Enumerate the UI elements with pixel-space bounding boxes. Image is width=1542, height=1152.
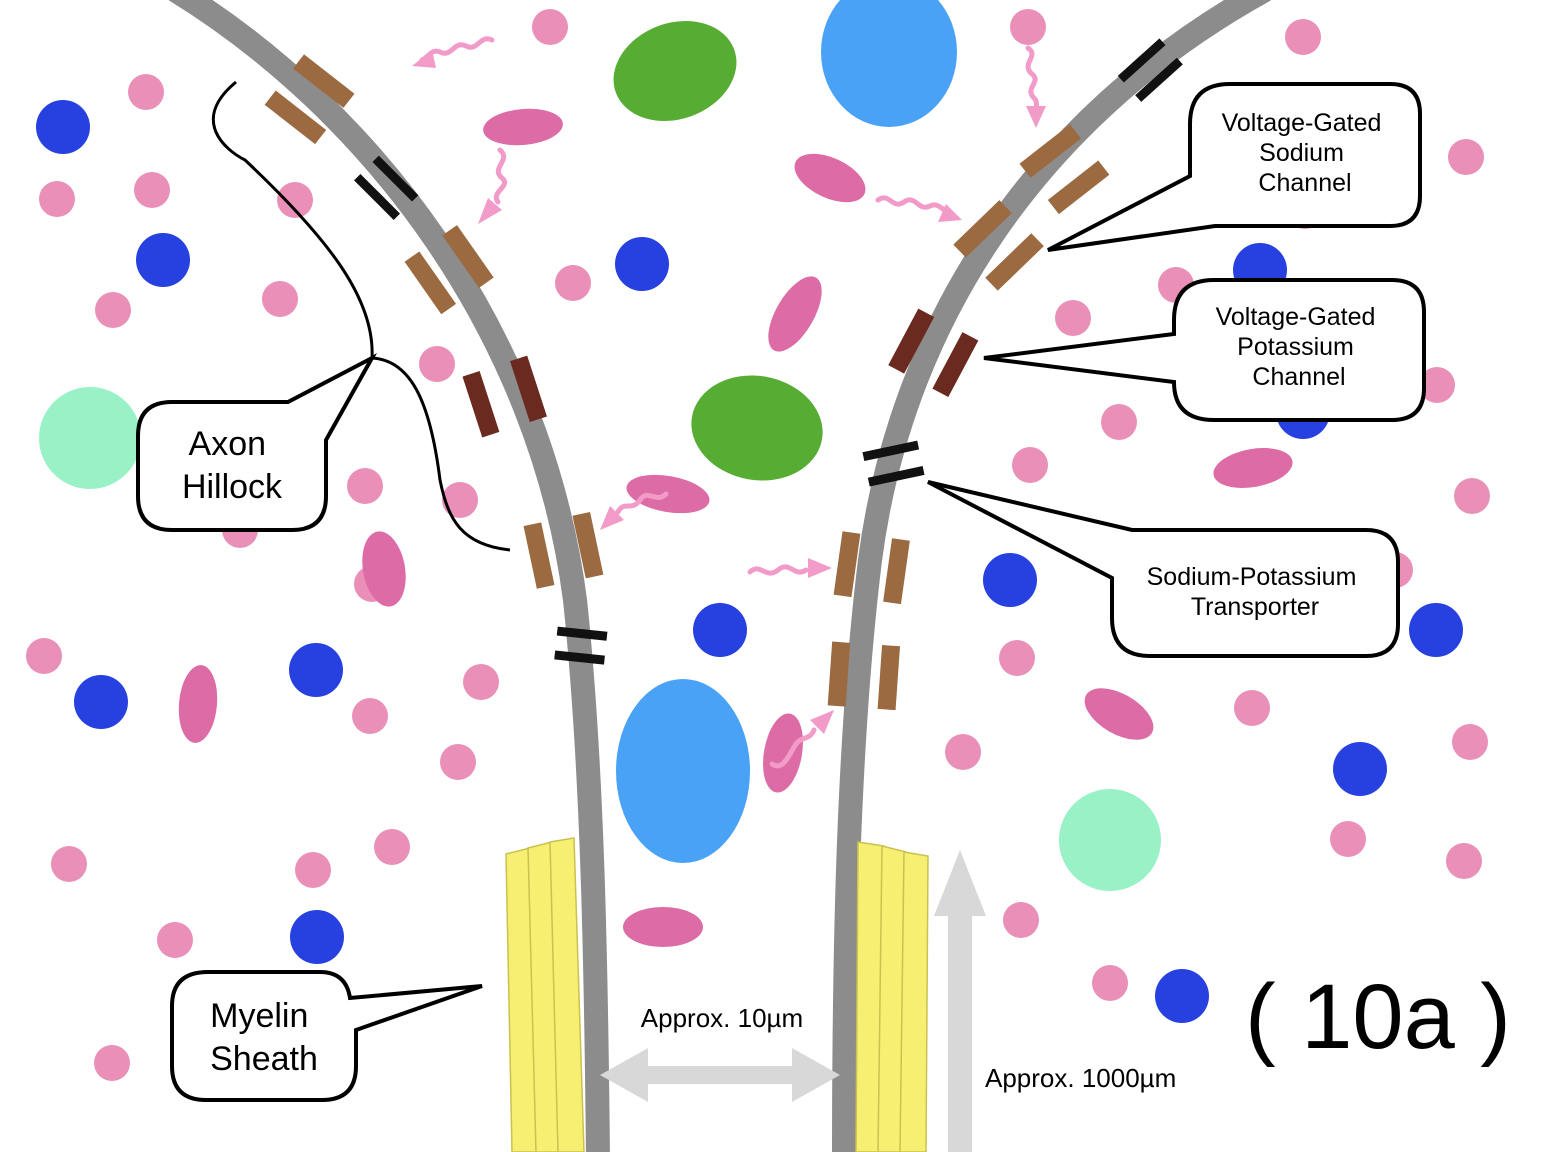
potassium-label-line: Channel: [1252, 363, 1345, 391]
sodium-label-line: Channel: [1258, 169, 1351, 197]
myelin-sheath: [505, 837, 929, 1152]
axon-hillock-bracket: [211, 80, 511, 552]
transporter-label-line: Sodium-Potassium: [1147, 563, 1357, 591]
svg-text:Sodium-Potassium Transpo: Sodium-Potassium Transporter: [1147, 563, 1364, 621]
wavy-arrow: [600, 491, 669, 530]
potassium-channels: [462, 308, 979, 438]
sodium-potassium-transporters: [354, 38, 1183, 665]
wavy-arrow: [747, 558, 832, 578]
green-molecules: [613, 21, 823, 481]
pink-molecules: [178, 108, 1293, 947]
hillock-label-line: Axon: [189, 425, 267, 463]
potassium-label-line: Potassium: [1237, 333, 1354, 361]
mint-molecules: [39, 387, 1161, 891]
wavy-arrow: [875, 195, 962, 222]
sodium-label-line: Sodium: [1259, 139, 1344, 167]
wavy-arrow: [412, 36, 495, 68]
svg-text:Myelin Sheath: Myelin Sheath: [210, 997, 318, 1078]
left-membrane: [168, 0, 610, 1152]
callout-myelin-sheath: Myelin Sheath: [170, 970, 483, 1102]
sodium-label-line: Voltage-Gated: [1222, 109, 1382, 137]
length-arrow: [934, 850, 986, 1152]
transporter-label-line: Transporter: [1191, 593, 1319, 621]
svg-text:Voltage-Gated Sodium: Voltage-Gated Sodium Channel: [1222, 109, 1389, 197]
potassium-label-line: Voltage-Gated: [1216, 303, 1376, 331]
callout-voltage-gated-sodium: Voltage-Gated Sodium Channel: [1047, 82, 1422, 252]
width-arrow: [600, 1048, 840, 1102]
myelin-label-line: Sheath: [210, 1040, 318, 1078]
blue-molecules: [616, 0, 957, 863]
wavy-arrow: [1025, 45, 1046, 128]
callout-sodium-potassium-transporter: Sodium-Potassium Transporter: [927, 480, 1400, 658]
svg-text:Voltage-Gated Potassium: Voltage-Gated Potassium Channel: [1216, 303, 1383, 391]
callout-voltage-gated-potassium: Voltage-Gated Potassium Channel: [983, 278, 1426, 422]
svg-text:Axon Hillock: Axon Hillock: [182, 425, 283, 506]
length-measurement-label: Approx. 1000µm: [985, 1063, 1176, 1093]
ion-flow-arrows: [412, 36, 1046, 769]
sodium-channels: [264, 54, 1110, 711]
axon-membrane: [168, 0, 1271, 1152]
myelin-right: [855, 841, 929, 1152]
sodium-ions: [26, 9, 1490, 1081]
hillock-label-line: Hillock: [182, 468, 283, 506]
myelin-left: [505, 837, 585, 1152]
figure-tag: ( 10a ): [1245, 966, 1511, 1068]
myelin-label-line: Myelin: [210, 997, 308, 1035]
wavy-arrow: [478, 147, 507, 224]
wavy-arrow: [769, 710, 834, 769]
width-measurement-label: Approx. 10µm: [641, 1003, 803, 1033]
right-membrane: [832, 0, 1271, 1152]
callout-axon-hillock: Axon Hillock: [136, 353, 378, 532]
